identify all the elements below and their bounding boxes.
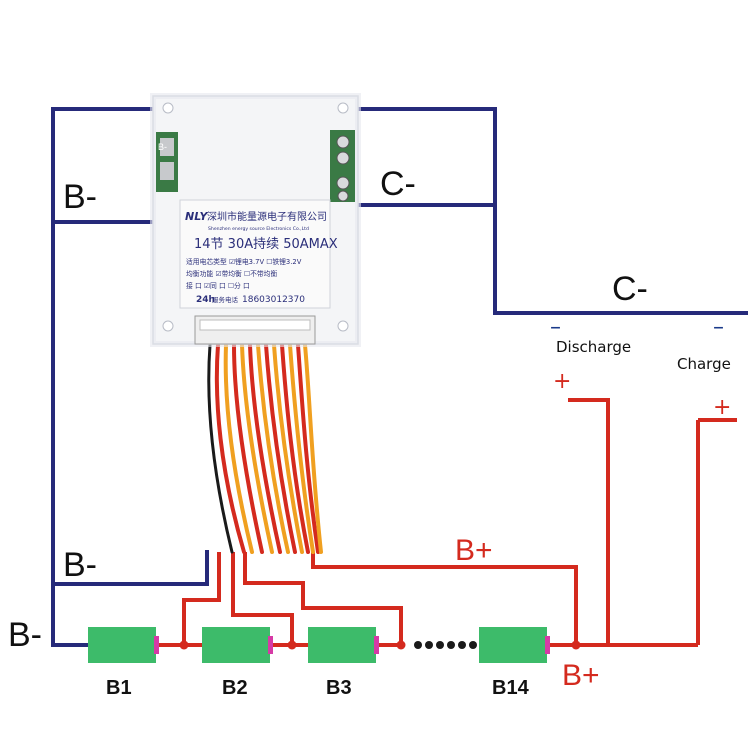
c-minus-board-label: C-	[380, 165, 416, 203]
charge-minus-sign: –	[713, 315, 724, 340]
balance-wire-b2	[231, 552, 294, 645]
junction-b2	[287, 640, 297, 650]
negative-wires	[51, 107, 748, 647]
bms-board: B- NLY 深圳市能量源电子有限公司 Shenzhen energy sour…	[150, 93, 361, 347]
board-service-text: 服务电话	[212, 295, 239, 304]
c-minus-board-wire	[345, 107, 748, 315]
charge-label: Charge	[677, 355, 731, 373]
junction-b3	[396, 640, 406, 650]
discharge-plus-wire	[568, 398, 610, 645]
discharge-label: Discharge	[556, 338, 631, 356]
discharge-plus-sign: +	[553, 369, 571, 394]
cell-b1	[88, 627, 159, 663]
cell-b14-label: B14	[492, 677, 530, 699]
balance-wire-b3	[243, 552, 403, 645]
c-minus-right-label: C-	[612, 270, 648, 308]
series-ellipsis-dots	[414, 641, 477, 649]
cable-harness	[207, 343, 323, 554]
board-row-port: 接 口 ☑同 口 ☐分 口	[186, 281, 250, 290]
balance-connector	[194, 315, 316, 345]
board-phone: 18603012370	[242, 295, 305, 305]
cell-b3-label: B3	[326, 677, 352, 699]
junction-b14	[571, 640, 581, 650]
board-spec-line: 14节 30A持续 50AMAX	[194, 237, 338, 252]
board-service-badge: 24h	[196, 295, 215, 305]
cell-b3	[308, 627, 379, 663]
b-minus-left-label: B-	[8, 616, 42, 654]
charge-plus-sign: +	[713, 395, 731, 420]
board-row-cell-type: 适用电芯类型 ☑锂电3.7V ☐铁锂3.2V	[186, 257, 302, 266]
cell-b2-label: B2	[222, 677, 248, 699]
balance-wire-b1	[182, 552, 221, 645]
charge-plus-wire	[696, 418, 737, 645]
cell-b14	[479, 627, 550, 663]
board-company-en: Shenzhen energy source Electronics Co.,L…	[208, 226, 309, 232]
cell-b1-label: B1	[106, 677, 132, 699]
board-sticker	[179, 199, 331, 309]
c-minus-terminal	[330, 130, 355, 202]
b-plus-top-label: B+	[455, 534, 493, 567]
b-minus-mid-label: B-	[63, 546, 97, 584]
board-row-balance: 均衡功能 ☑带均衡 ☐不带均衡	[186, 269, 277, 278]
cell-b2	[202, 627, 273, 663]
b-minus-top-label: B-	[63, 178, 97, 216]
junction-dots	[179, 640, 581, 650]
b-plus-bottom-label: B+	[562, 659, 600, 692]
junction-b1	[179, 640, 189, 650]
board-company-cn: 深圳市能量源电子有限公司	[207, 210, 327, 223]
battery-cells	[88, 627, 550, 663]
b-plus-top-wire	[311, 552, 578, 645]
discharge-minus-sign: –	[550, 315, 561, 340]
b-minus-main-wire	[51, 107, 160, 647]
b-minus-mid-wire	[53, 550, 209, 586]
board-logo: NLY	[185, 210, 209, 223]
b-minus-pad-label: B-	[158, 142, 167, 152]
b-minus-pad: B-	[156, 132, 178, 192]
